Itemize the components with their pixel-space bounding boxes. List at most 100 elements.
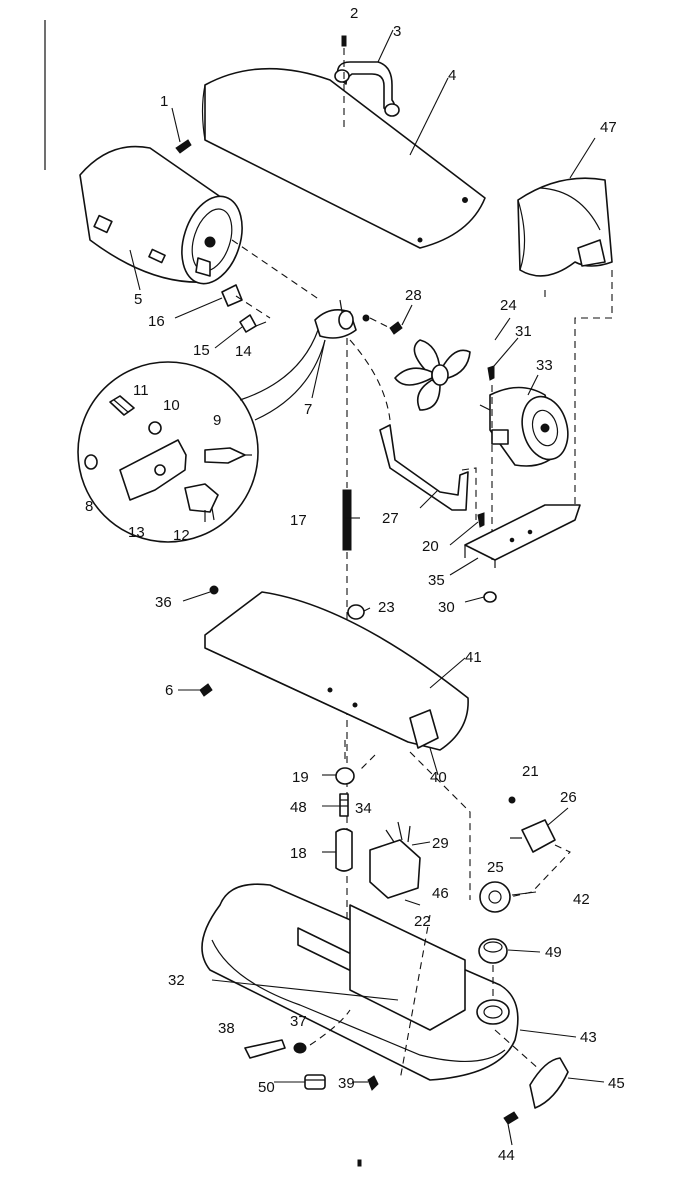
guide-7-tube	[349, 339, 391, 421]
label-49: 49	[545, 944, 562, 961]
guide-28	[369, 317, 391, 329]
label-12: 12	[173, 527, 190, 544]
label-14: 14	[235, 343, 252, 360]
label-9: 9	[213, 412, 221, 429]
label-5: 5	[134, 291, 142, 308]
label-35: 35	[428, 572, 445, 589]
guide-5	[231, 239, 321, 301]
label-18: 18	[290, 845, 307, 862]
part-fan-guard	[517, 177, 613, 277]
part-motor-bracket-35	[464, 504, 581, 568]
label-21: 21	[522, 763, 539, 780]
label-11: 11	[133, 382, 149, 399]
label-22: 22	[414, 913, 431, 930]
part-cap-50	[304, 1074, 326, 1090]
callout-labels: 1 2 3 4 5 6 7 8 9 10 11 12 13 14 15 16 1…	[85, 5, 625, 1164]
label-34: 34	[355, 800, 372, 817]
part-nozzle-assembly	[314, 299, 370, 339]
part-solenoid-12	[184, 483, 219, 522]
part-screw-31	[487, 365, 495, 381]
part-wheel-45	[529, 1057, 569, 1109]
label-30: 30	[438, 599, 455, 616]
part-bushing-19	[335, 767, 355, 785]
label-17: 17	[290, 512, 307, 529]
part-drain-38	[244, 1039, 286, 1059]
label-6: 6	[165, 682, 173, 699]
guide-34	[344, 740, 376, 771]
label-39: 39	[338, 1075, 355, 1092]
part-fan-blade	[394, 339, 471, 411]
part-screw-44	[503, 1111, 519, 1125]
label-24: 24	[500, 297, 517, 314]
part-bracket-13	[119, 439, 187, 501]
part-motor-33	[479, 386, 569, 467]
label-46: 46	[432, 885, 449, 902]
label-38: 38	[218, 1020, 235, 1037]
part-nut-10	[148, 421, 162, 435]
part-knob-42	[479, 881, 511, 913]
label-42: 42	[573, 891, 590, 908]
part-filter-18	[335, 828, 353, 872]
part-rod-17	[342, 489, 352, 551]
label-47: 47	[600, 119, 617, 136]
label-33: 33	[536, 357, 553, 374]
part-screw-20	[477, 512, 485, 528]
leader-lines	[129, 29, 605, 1146]
part-upper-shell	[201, 67, 486, 249]
label-16: 16	[148, 313, 165, 330]
label-26: 26	[560, 789, 577, 806]
part-nut-8	[84, 454, 98, 470]
guide-41-tank	[409, 751, 471, 900]
part-fitting-11	[109, 395, 135, 416]
part-screw-39	[367, 1075, 379, 1091]
label-36: 36	[155, 594, 172, 611]
part-grommet-23	[347, 604, 365, 620]
label-8: 8	[85, 498, 93, 515]
part-screw-6	[199, 683, 213, 697]
part-nut-30	[483, 591, 497, 603]
label-48: 48	[290, 799, 307, 816]
guide-38	[309, 1009, 351, 1046]
label-15: 15	[193, 342, 210, 359]
part-pump-29	[369, 821, 421, 899]
label-28: 28	[405, 287, 422, 304]
label-3: 3	[393, 23, 401, 40]
label-25: 25	[487, 859, 504, 876]
part-fuel-tank-43	[201, 883, 519, 1081]
part-bracket-16	[221, 284, 243, 307]
part-screw-28	[389, 321, 403, 335]
guide-45	[494, 1029, 541, 1071]
part-valve-9	[204, 447, 252, 464]
label-13: 13	[128, 524, 145, 541]
part-screw-1	[175, 139, 192, 154]
guide-26	[509, 844, 571, 898]
label-7: 7	[304, 401, 312, 418]
label-1: 1	[160, 93, 168, 110]
guide-22	[399, 914, 431, 1081]
label-20: 20	[422, 538, 439, 555]
label-29: 29	[432, 835, 449, 852]
guide-47	[544, 270, 613, 510]
label-19: 19	[292, 769, 309, 786]
part-gauge-49	[478, 938, 508, 964]
stray-mark	[357, 1159, 362, 1167]
part-switch-26	[510, 819, 556, 853]
label-32: 32	[168, 972, 185, 989]
label-2: 2	[350, 5, 358, 22]
label-37: 37	[290, 1013, 307, 1030]
label-50: 50	[258, 1079, 275, 1096]
guide-16	[235, 295, 271, 319]
label-31: 31	[515, 323, 532, 340]
part-screw-2	[341, 35, 347, 47]
part-handle	[334, 61, 400, 117]
label-23: 23	[378, 599, 395, 616]
label-41: 41	[465, 649, 482, 666]
part-ignitor-15	[239, 314, 267, 333]
part-spacer-48	[339, 793, 349, 817]
label-4: 4	[448, 67, 456, 84]
label-45: 45	[608, 1075, 625, 1092]
label-10: 10	[163, 397, 180, 414]
guide-33-tube	[461, 467, 477, 520]
part-lower-shell	[204, 591, 469, 751]
